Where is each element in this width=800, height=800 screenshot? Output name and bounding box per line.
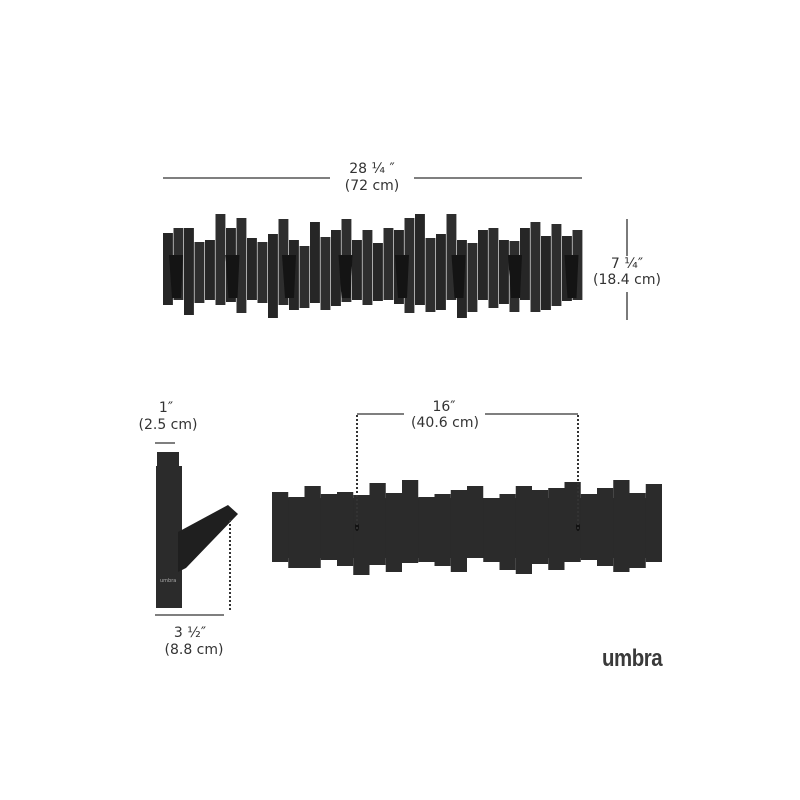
back-block	[467, 486, 484, 558]
back-block	[515, 486, 532, 574]
back-block	[288, 497, 305, 568]
back-block	[499, 494, 516, 570]
front-slat	[331, 230, 341, 306]
back-view-rack	[272, 480, 662, 575]
front-slat	[205, 240, 215, 300]
back-block	[434, 494, 451, 566]
back-block	[418, 497, 435, 562]
front-slat	[488, 228, 499, 308]
back-block	[597, 488, 614, 566]
front-slat	[436, 234, 446, 310]
front-slat	[163, 233, 173, 305]
front-hook	[282, 255, 296, 298]
spacing-imperial: 16″	[432, 399, 456, 415]
back-block	[613, 480, 630, 572]
front-slat	[478, 230, 488, 300]
back-block	[483, 498, 500, 562]
front-slat	[184, 228, 194, 315]
front-slat	[499, 240, 509, 304]
side-view-rack: umbra	[156, 452, 238, 608]
front-view-rack	[163, 214, 583, 318]
depth-metric: (2.5 cm)	[138, 417, 198, 433]
back-block	[564, 482, 581, 562]
front-slat	[310, 222, 320, 303]
side-post-top	[157, 452, 179, 468]
front-slat	[383, 228, 394, 300]
front-slat	[551, 224, 562, 306]
open-depth-metric: (8.8 cm)	[164, 642, 224, 658]
back-block	[532, 490, 549, 564]
front-slat	[257, 242, 268, 303]
front-slat	[247, 238, 257, 300]
width-metric: (72 cm)	[344, 178, 400, 194]
back-block	[450, 490, 467, 572]
back-block	[337, 492, 354, 566]
umbra-logo: umbra	[602, 645, 663, 672]
spacing-metric: (40.6 cm)	[411, 415, 479, 431]
back-block	[353, 495, 370, 575]
front-slat	[299, 246, 310, 308]
front-hook	[338, 255, 353, 298]
dimension-lines	[155, 177, 628, 616]
front-slat	[215, 214, 226, 305]
front-slat	[320, 237, 331, 310]
back-block	[402, 480, 419, 563]
back-block	[629, 493, 646, 568]
front-slat	[404, 218, 415, 313]
back-block	[645, 484, 662, 562]
height-metric: (18.4 cm)	[593, 272, 661, 288]
front-hook	[395, 255, 409, 298]
back-block	[320, 494, 337, 560]
front-slat	[373, 243, 383, 301]
front-slat	[268, 234, 278, 318]
front-slat	[352, 240, 362, 300]
front-slat	[236, 218, 247, 313]
side-logo: umbra	[160, 578, 176, 584]
front-slat	[520, 228, 530, 300]
front-hook	[564, 255, 579, 298]
side-post	[156, 466, 182, 608]
front-slat	[194, 242, 205, 303]
front-slat	[415, 214, 425, 305]
side-hook-open	[178, 505, 238, 572]
front-slat	[530, 222, 541, 312]
front-slat	[362, 230, 373, 305]
back-block	[304, 486, 321, 568]
front-hook	[225, 255, 240, 298]
width-imperial: 28 ¼ ″	[349, 161, 395, 177]
back-block	[385, 493, 402, 572]
back-block	[580, 494, 597, 560]
front-hook	[451, 255, 466, 298]
front-slat	[541, 236, 551, 310]
front-slat	[446, 214, 457, 300]
back-block	[369, 483, 386, 565]
front-hook	[508, 255, 522, 298]
open-depth-imperial: 3 ½″	[173, 625, 207, 641]
back-block	[548, 488, 565, 570]
front-hook	[169, 255, 183, 298]
back-block	[272, 492, 289, 562]
front-slat	[425, 238, 436, 312]
front-slat	[467, 243, 478, 312]
height-imperial: 7 ¼″	[610, 256, 644, 272]
depth-imperial: 1″	[158, 400, 174, 416]
